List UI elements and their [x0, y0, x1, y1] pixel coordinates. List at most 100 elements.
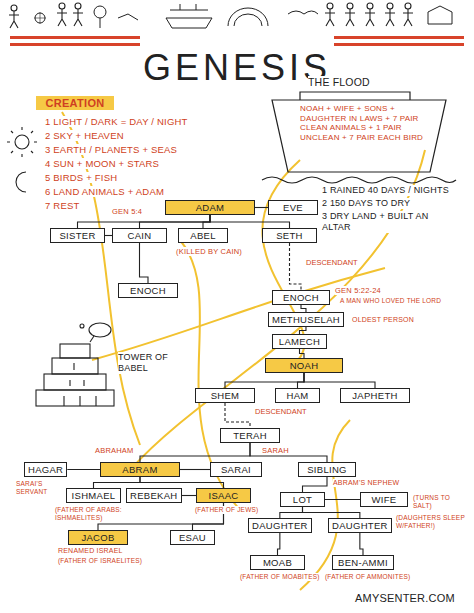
person-box: LOT	[280, 492, 325, 507]
annotation-text: A MAN WHO LOVED THE LORD	[340, 297, 441, 305]
node-text: ABEL	[182, 230, 224, 241]
person-box: SIBLING	[298, 462, 356, 477]
person-box: ABEL	[178, 228, 228, 243]
sun-moon	[7, 127, 37, 192]
edge-label: DESCENDANT	[255, 408, 307, 416]
person-box: DAUGHTER	[328, 518, 392, 533]
node-text: WIFE	[364, 494, 404, 505]
node-text: SARAI	[214, 464, 258, 475]
person-box: ISAAC	[196, 488, 251, 503]
annotation-text: (TURNS TO SALT)	[413, 494, 469, 510]
family-line	[180, 469, 210, 470]
person-box: HAGAR	[24, 462, 67, 477]
family-line	[140, 477, 224, 488]
node-text: HAM	[279, 390, 316, 401]
annotation-text: 3 EARTH / PLANETS + SEAS	[45, 144, 177, 155]
family-line	[325, 499, 360, 500]
family-line	[280, 507, 303, 518]
section-heading: CREATION	[36, 96, 114, 110]
annotation-text: 4 SUN + MOON + STARS	[45, 158, 159, 169]
node-text: CREATION	[39, 97, 111, 109]
annotation-text: 2 SKY + HEAVEN	[45, 130, 124, 141]
person-box: REBEKAH	[126, 488, 182, 503]
node-text: BEN-AMMI	[336, 557, 390, 568]
node-text: DAUGHTER	[252, 520, 308, 531]
family-line	[298, 373, 305, 388]
annotation-text: NOAH + WIFE + SONS + DAUGHTER IN LAWS + …	[300, 104, 428, 142]
node-text: ABRAM	[104, 464, 176, 475]
person-box: ESAU	[170, 530, 215, 545]
top-doodles	[9, 3, 464, 46]
node-text: REBEKAH	[130, 490, 178, 501]
annotation-text: 3 DRY LAND + BUILT AN ALTAR	[322, 211, 452, 233]
person-box: ABRAM	[100, 462, 180, 477]
family-line	[78, 215, 211, 228]
annotation-text: 2 150 DAYS TO DRY	[322, 198, 468, 209]
person-box: ENOCH	[118, 283, 178, 298]
node-text: METHUSELAH	[272, 314, 340, 325]
person-box: JAPHETH	[340, 388, 410, 403]
family-line	[210, 215, 290, 228]
annotation-text: THE FLOOD	[308, 76, 370, 89]
annotation-text: TOWER OF BABEL	[118, 352, 170, 374]
family-line	[301, 305, 306, 312]
node-text: SHEM	[199, 390, 251, 401]
family-line	[105, 235, 112, 236]
family-line	[250, 443, 327, 462]
node-text: DAUGHTER	[332, 520, 388, 531]
person-box: EVE	[268, 200, 318, 215]
person-box: JACOB	[68, 530, 128, 545]
family-line	[303, 507, 360, 518]
annotation-text: (FATHER OF AMMONITES)	[325, 573, 410, 581]
family-line	[290, 243, 302, 290]
family-line	[300, 349, 305, 358]
person-box: CAIN	[112, 228, 167, 243]
annotation-text: (FATHER OF ISRAELITES)	[58, 557, 142, 565]
person-box: BEN-AMMI	[332, 555, 394, 570]
person-box: NOAH	[265, 358, 343, 373]
annotation-text: (KILLED BY CAIN)	[176, 247, 242, 256]
node-text: JACOB	[72, 532, 124, 543]
node-text: TERAH	[224, 430, 276, 441]
person-box: SETH	[262, 228, 317, 243]
annotation-text: 5 BIRDS + FISH	[45, 172, 117, 183]
annotation-text: 7 REST	[45, 200, 79, 211]
person-box: SISTER	[50, 228, 105, 243]
edge-label: DESCENDANT	[306, 259, 358, 267]
node-text: CAIN	[116, 230, 163, 241]
family-line	[303, 477, 328, 492]
person-box: METHUSELAH	[268, 312, 344, 327]
annotation-text: (DAUGHTERS SLEEP W/FATHER!)	[396, 514, 470, 530]
node-text: ISHMAEL	[70, 490, 117, 501]
annotation-text: 1 LIGHT / DARK = DAY / NIGHT	[45, 116, 188, 127]
node-text: HAGAR	[28, 464, 63, 475]
annotation-text: ABRAM'S NEPHEW	[333, 479, 399, 487]
node-text: LAMECH	[276, 336, 323, 347]
family-line	[67, 469, 100, 470]
person-box: TERAH	[220, 428, 280, 443]
annotation-text: RENAMED ISRAEL	[58, 547, 123, 555]
annotation-text: 6 LAND ANIMALS + ADAM	[45, 186, 164, 197]
node-text: ENOCH	[122, 285, 174, 296]
person-box: WIFE	[360, 492, 408, 507]
node-text: NOAH	[269, 360, 339, 371]
annotation-text: OLDEST PERSON	[352, 316, 414, 324]
family-line	[225, 403, 250, 428]
annotation-text: (FATHER OF MOABITES)	[240, 573, 320, 581]
person-box: ENOCH	[272, 290, 330, 305]
annotation-text: (FATHER OF ARABS: ISHMAELITES)	[55, 506, 127, 522]
node-text: ISAAC	[200, 490, 247, 501]
page-title: GENESIS	[0, 50, 474, 86]
annotation-text: GEN 5:22-24	[335, 286, 381, 295]
tower-illustration	[36, 323, 114, 406]
annotation-text: 1 RAINED 40 DAYS / NIGHTS	[322, 185, 468, 196]
person-box: MOAB	[250, 555, 305, 570]
person-box: ADAM	[165, 200, 255, 215]
ark-illustration	[262, 92, 456, 183]
family-line	[94, 477, 141, 488]
person-box: DAUGHTER	[248, 518, 312, 533]
node-text: EVE	[272, 202, 314, 213]
family-line	[304, 373, 375, 388]
person-box: SARAI	[210, 462, 262, 477]
family-line	[360, 533, 363, 555]
